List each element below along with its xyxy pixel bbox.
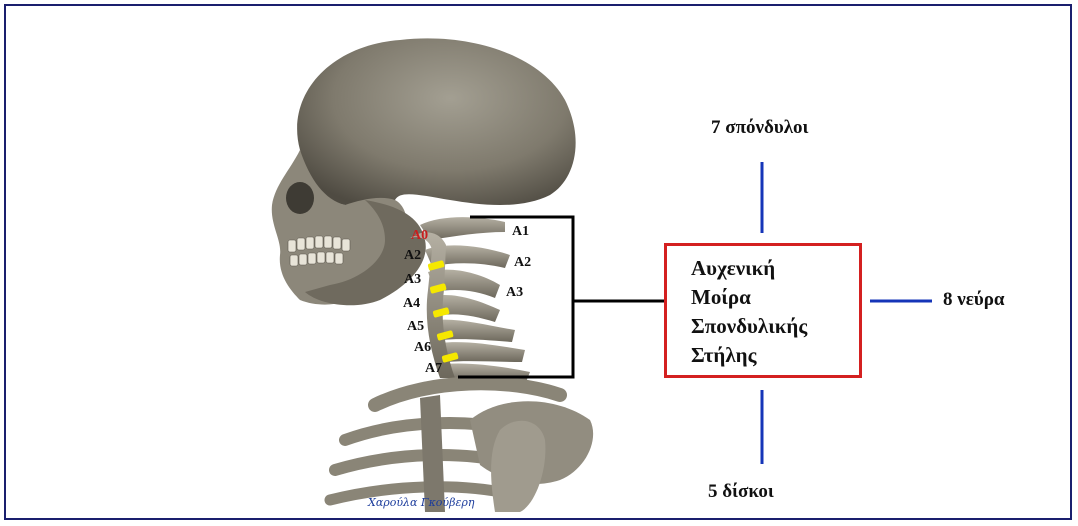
right-label: 8 νεύρα [943,289,1005,311]
box-line-1: Αυχενική [691,254,807,283]
box-line-2: Μοίρα [691,283,807,312]
vertebra-label-left-a4: Α4 [403,296,420,312]
skull-cranium [297,38,576,210]
vertebra-label-right-a3: Α3 [506,285,523,301]
vertebra-label-left-a3: Α3 [404,272,421,288]
signature: Χαρούλα Γκούβερη [368,496,474,509]
vertebra-label-right-a2: Α2 [514,255,531,271]
vertebra-label-left-a0: Α0 [411,228,428,244]
vertebra-label-left-a2: Α2 [404,248,421,264]
humerus-head [491,421,545,512]
vertebra-label-right-a1: Α1 [512,224,529,240]
vertebra-label-left-a7: Α7 [425,361,442,377]
vertebra-label-left-a5: Α5 [407,319,424,335]
bottom-label: 5 δίσκοι [708,481,774,503]
box-line-4: Στήλης [691,341,807,370]
top-label: 7 σπόνδυλοι [711,117,808,139]
box-line-3: Σπονδυλικής [691,312,807,341]
vertebra-label-left-a6: Α6 [414,340,431,356]
sternum [420,395,445,512]
cervical-spine-box: Αυχενική Μοίρα Σπονδυλικής Στήλης [664,243,862,378]
